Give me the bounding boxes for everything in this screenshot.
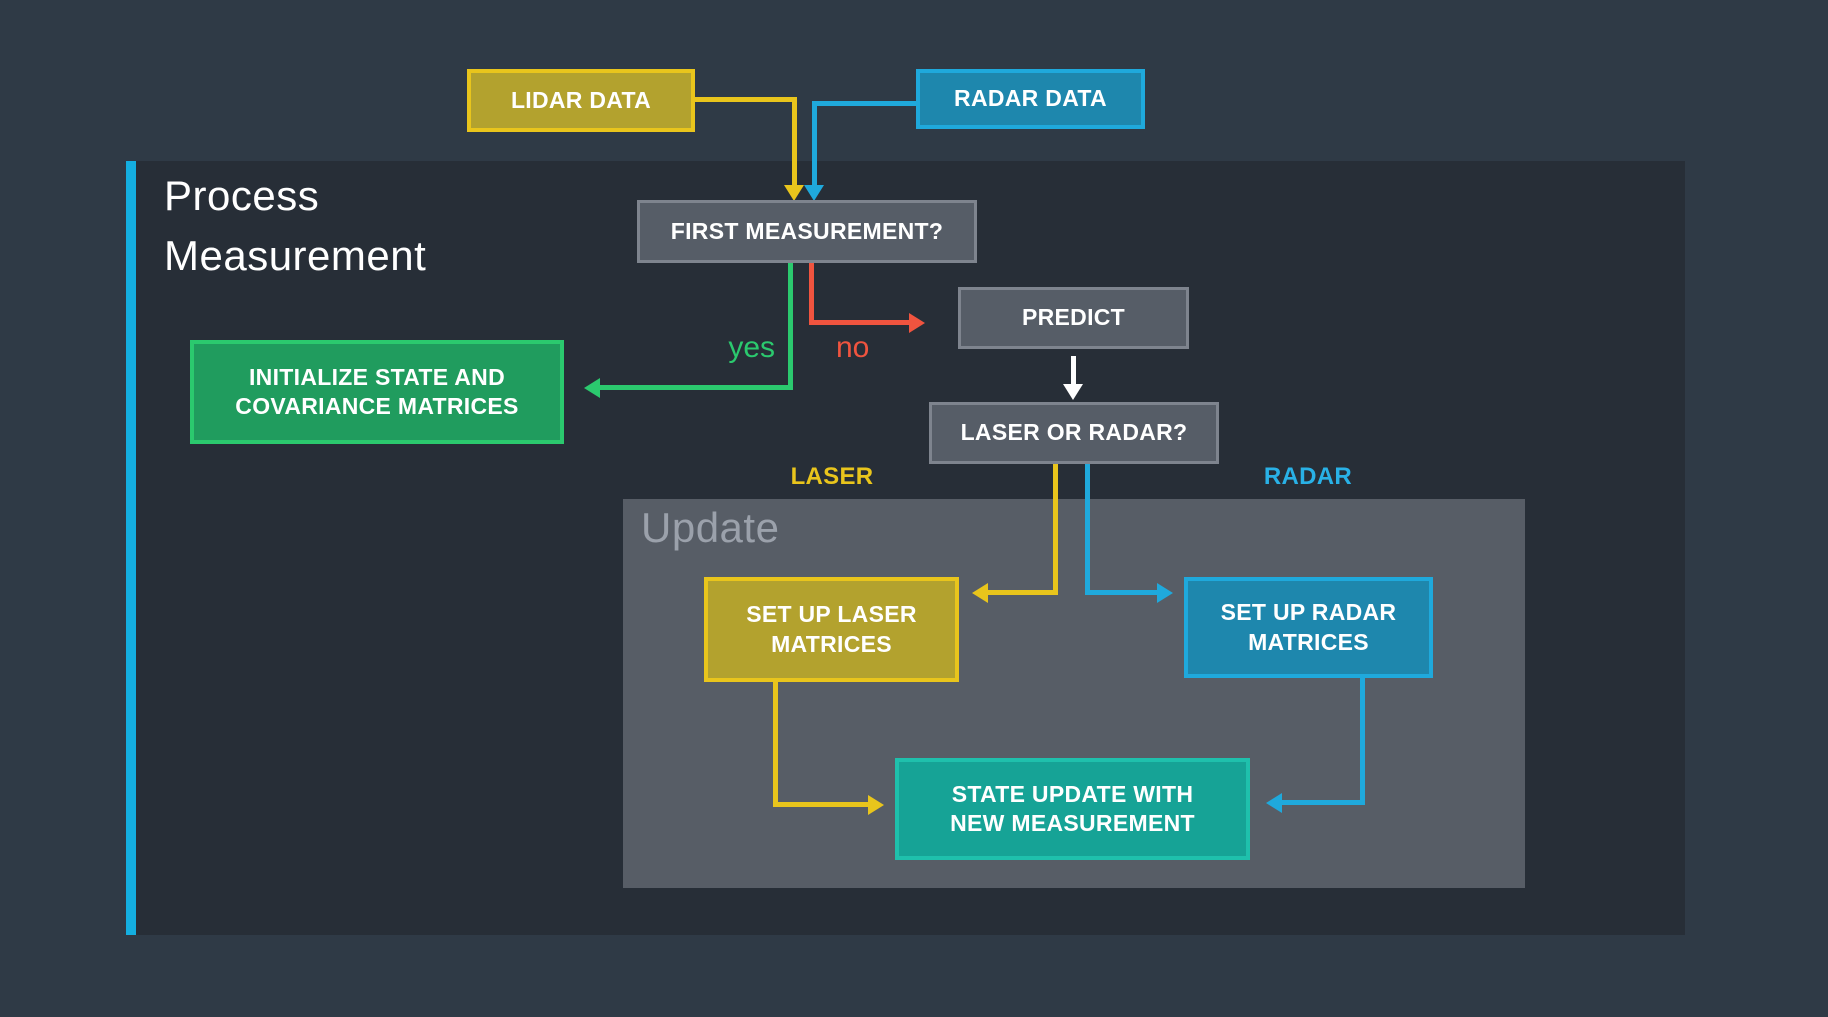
edge-radar-branch-v <box>1085 464 1090 595</box>
edge-no-v <box>809 263 814 323</box>
edge-laser-to-state-h <box>773 802 868 807</box>
edge-yes-h <box>600 385 793 390</box>
arrowhead-radar-branch <box>1157 583 1173 603</box>
edge-radar-to-state-h <box>1282 800 1365 805</box>
node-setup-radar: SET UP RADAR MATRICES <box>1184 577 1433 678</box>
arrowhead-yes <box>584 378 600 398</box>
node-initialize-state: INITIALIZE STATE AND COVARIANCE MATRICES <box>190 340 564 444</box>
edge-lidar-to-first-h <box>695 97 797 102</box>
edge-radar-to-state-v <box>1360 678 1365 805</box>
edge-laser-h <box>988 590 1058 595</box>
node-laser-or-radar: LASER OR RADAR? <box>929 402 1219 464</box>
node-predict: PREDICT <box>958 287 1189 349</box>
edge-label-no: no <box>836 331 870 364</box>
edge-no-h <box>809 320 909 325</box>
arrowhead-radar-to-first <box>804 185 824 201</box>
edge-label-laser: LASER <box>790 463 874 490</box>
edge-laser-v <box>1053 464 1058 595</box>
arrowhead-laser <box>972 583 988 603</box>
node-radar-data: RADAR DATA <box>916 69 1145 129</box>
arrowhead-laser-to-state <box>868 795 884 815</box>
node-first-measurement: FIRST MEASUREMENT? <box>637 200 977 263</box>
node-lidar-data: LIDAR DATA <box>467 69 695 132</box>
arrowhead-predict <box>1063 384 1083 400</box>
edge-radar-to-first-h <box>814 101 916 106</box>
node-state-update: STATE UPDATE WITH NEW MEASUREMENT <box>895 758 1250 860</box>
node-setup-laser: SET UP LASER MATRICES <box>704 577 959 682</box>
edge-label-yes: yes <box>728 331 775 364</box>
arrowhead-lidar-to-first <box>784 185 804 201</box>
arrowhead-radar-to-state <box>1266 793 1282 813</box>
edge-label-radar: RADAR <box>1263 463 1353 490</box>
edge-radar-to-first-v <box>812 101 817 185</box>
edge-radar-branch-h <box>1087 590 1157 595</box>
edge-laser-to-state-v <box>773 682 778 807</box>
edge-lidar-to-first-v <box>792 97 797 185</box>
arrowhead-no <box>909 313 925 333</box>
update-title: Update <box>641 504 780 551</box>
edge-yes-v <box>788 263 793 388</box>
process-measurement-title: Process Measurement <box>164 172 427 279</box>
edge-predict-v <box>1071 356 1076 384</box>
